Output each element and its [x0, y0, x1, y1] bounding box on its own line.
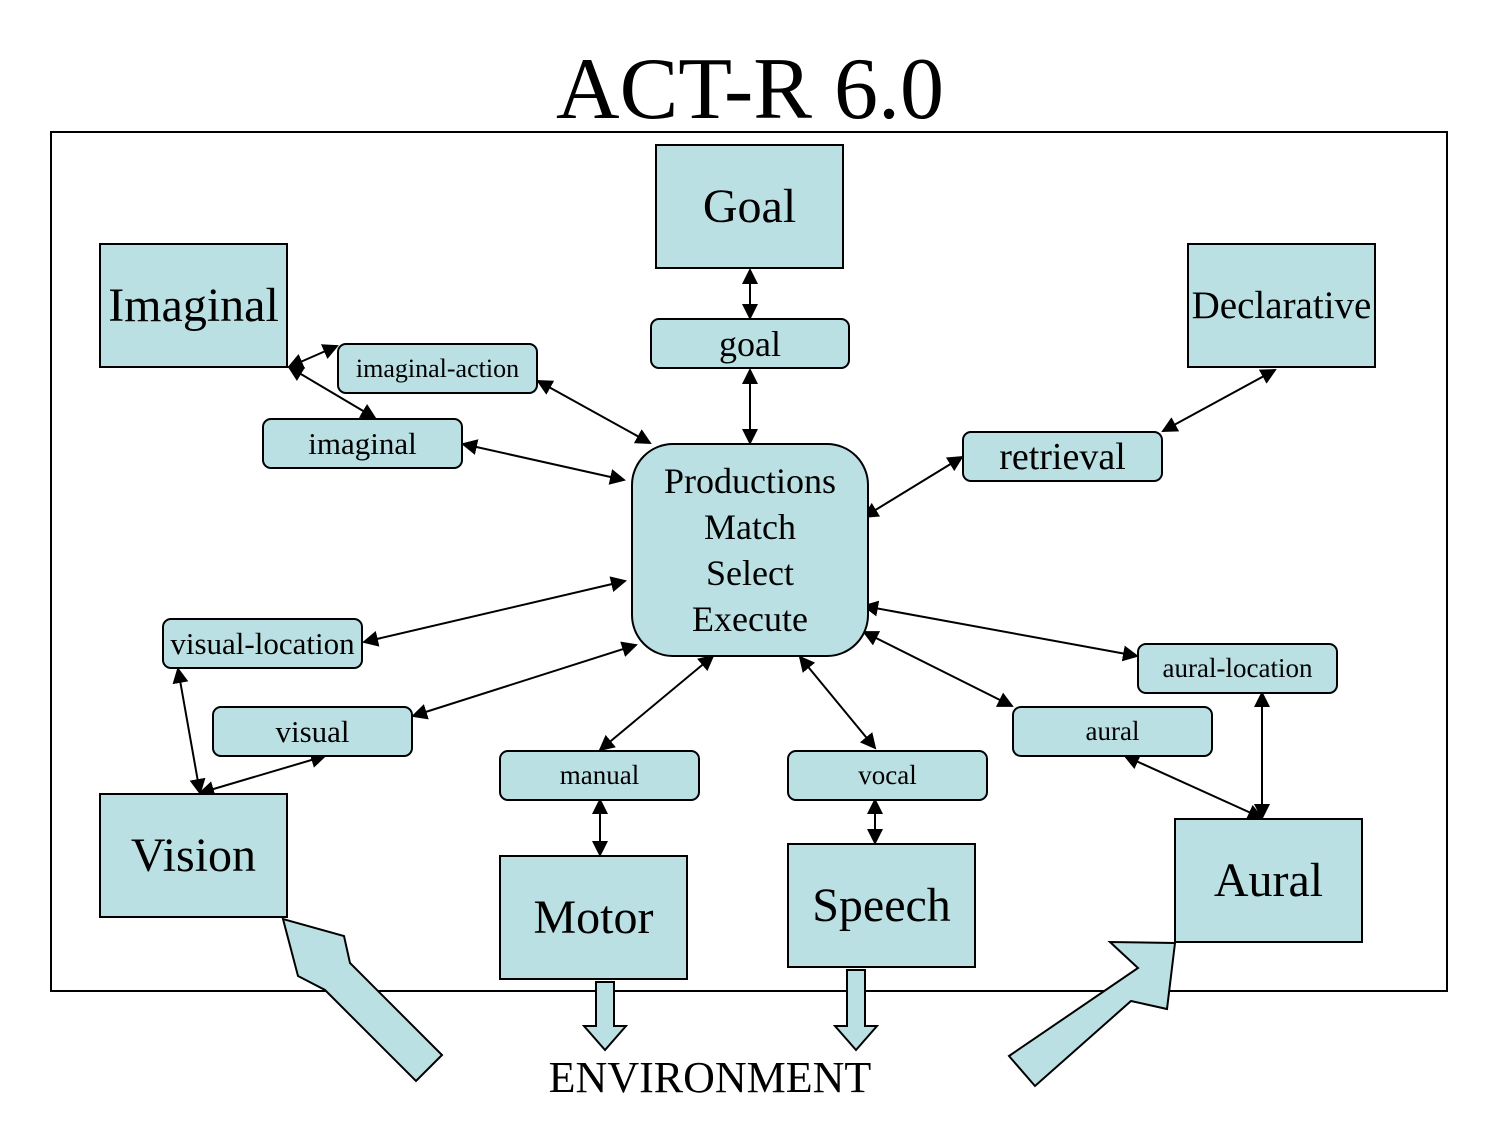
vocal-buffer: vocal [787, 750, 988, 801]
link-aural-productions [862, 631, 1014, 707]
link-imaginal-buffer-productions [461, 439, 626, 485]
link-visual-location-productions [362, 576, 627, 647]
link-imaginal-action-productions [536, 380, 652, 444]
productions-step-execute: Execute [692, 599, 808, 639]
declarative-module: Declarative [1187, 243, 1376, 368]
visual-location-buffer: visual-location [162, 618, 363, 669]
productions-step-match: Match [704, 507, 796, 547]
link-vision-visual [198, 752, 327, 797]
productions-box: Productions Match Select Execute [631, 443, 869, 657]
link-aural-location-productions [862, 600, 1139, 662]
link-imaginal-module-action [287, 344, 339, 369]
vision-module: Vision [99, 793, 288, 918]
arrow-environment-to-vision [281, 917, 444, 1083]
visual-buffer: visual [212, 706, 413, 757]
speech-module: Speech [787, 843, 976, 968]
productions-step-select: Select [706, 553, 794, 593]
link-declarative-retrieval [1161, 369, 1277, 432]
arrow-environment-to-aural [1007, 940, 1177, 1088]
arrow-motor-to-environment [581, 981, 629, 1052]
imaginal-buffer: imaginal [262, 418, 463, 469]
aural-buffer: aural [1012, 706, 1213, 757]
imaginal-action-buffer: imaginal-action [337, 343, 538, 394]
goal-buffer: goal [650, 318, 850, 369]
link-visual-productions [411, 641, 638, 720]
environment-label: ENVIRONMENT [548, 1053, 872, 1102]
link-vision-visual-location [172, 667, 206, 795]
motor-module: Motor [499, 855, 688, 980]
goal-module: Goal [655, 144, 844, 269]
link-manual-productions [598, 654, 715, 752]
aural-location-buffer: aural-location [1137, 643, 1338, 694]
link-aural-module-buffer [1123, 754, 1264, 820]
manual-buffer: manual [499, 750, 700, 801]
arrow-speech-to-environment [832, 969, 880, 1052]
link-vocal-productions [798, 655, 877, 750]
link-retrieval-productions [862, 455, 964, 519]
aural-module: Aural [1174, 818, 1363, 943]
productions-title: Productions [663, 461, 836, 501]
diagram-title: ACT-R 6.0 [556, 41, 944, 138]
retrieval-buffer: retrieval [962, 431, 1163, 482]
architecture-frame [50, 131, 1448, 992]
imaginal-module: Imaginal [99, 243, 288, 368]
link-imaginal-module-buffer [287, 365, 377, 420]
